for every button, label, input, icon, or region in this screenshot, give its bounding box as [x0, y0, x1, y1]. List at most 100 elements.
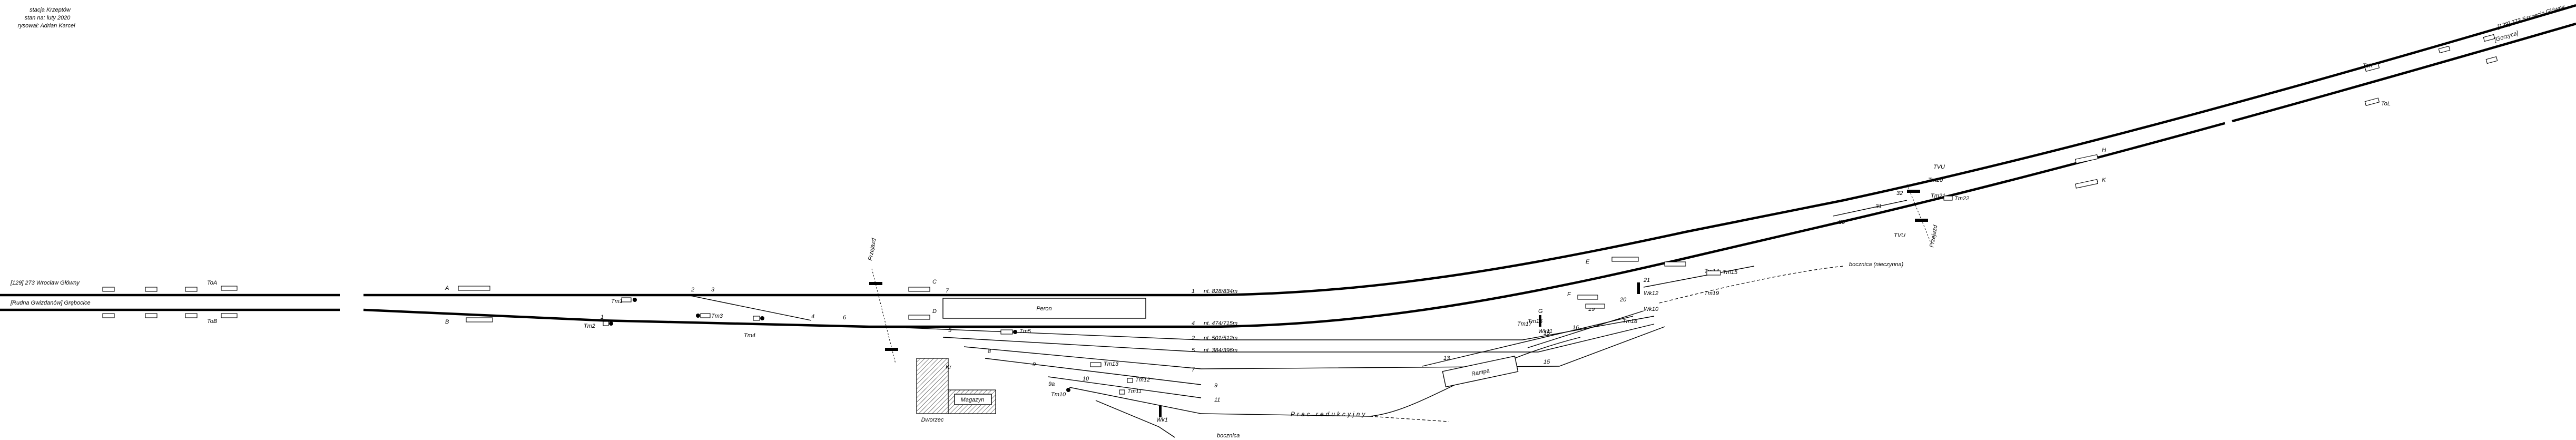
signal-icon	[1585, 304, 1605, 309]
signal-icon	[1706, 270, 1721, 276]
svg-text:ToA: ToA	[207, 280, 217, 286]
svg-text:Tm13: Tm13	[1104, 361, 1119, 367]
route-left-top: [129] 273 Wrocław Główny	[10, 280, 80, 286]
svg-text:G: G	[1538, 308, 1543, 315]
signal-icon	[102, 287, 115, 292]
station-building-label: Dworzec	[921, 417, 944, 423]
warehouse-label: Magazyn	[961, 397, 985, 403]
svg-text:B: B	[445, 319, 449, 325]
side-tracks	[601, 266, 1844, 438]
svg-text:C: C	[932, 279, 937, 285]
svg-text:A: A	[445, 285, 449, 291]
signal-icon	[185, 287, 198, 292]
switch-4: 4	[811, 314, 814, 320]
svg-text:ToB: ToB	[207, 318, 217, 325]
svg-text:Wk10: Wk10	[1644, 306, 1659, 312]
signal-icon	[466, 317, 493, 322]
svg-text:Tm10: Tm10	[1051, 392, 1066, 398]
svg-text:D: D	[932, 308, 937, 315]
track-label: 9	[1214, 383, 1217, 389]
signal-icon	[2364, 97, 2380, 106]
signal-icon	[1943, 195, 1953, 201]
svg-text:Tm19: Tm19	[1704, 290, 1719, 297]
svg-text:ToK: ToK	[2363, 63, 2373, 69]
signal-icon	[2074, 179, 2099, 189]
track-label: 15	[1543, 359, 1550, 365]
switch-16: 16	[1572, 325, 1579, 331]
signal-icon: Tm3	[696, 313, 723, 319]
platform	[942, 298, 1146, 319]
switch-8: 8	[988, 348, 991, 355]
track-length: nt. 501/512m	[1204, 335, 1237, 341]
signal-icon	[102, 313, 115, 318]
signal-icon	[145, 313, 158, 318]
track-length: nt. 474/715m	[1204, 320, 1237, 327]
switch-numbers: 1 2 3 4 5 6 7 8 9 10 9a 19 20 21 30 31 3…	[601, 190, 1903, 387]
svg-text:Tm17: Tm17	[1517, 321, 1532, 327]
svg-text:Tm11: Tm11	[1127, 388, 1142, 395]
signal-icon: Tm2	[584, 321, 613, 329]
switch-9: 9	[1033, 361, 1036, 368]
author-label: rysował: Adrian Karcel	[17, 23, 75, 29]
switch-15: 15	[1543, 330, 1550, 336]
crossing-right-label: Przejazd	[1929, 224, 1939, 248]
svg-text:Tm15: Tm15	[1723, 269, 1738, 276]
signal-icon	[145, 287, 158, 292]
track-label: 4	[1192, 320, 1195, 327]
main-track-2	[0, 22, 2576, 328]
svg-text:Wk1: Wk1	[1156, 417, 1168, 423]
signal-icon: Tm5	[1000, 328, 1031, 335]
switch-20: 20	[1619, 297, 1627, 303]
svg-text:K: K	[2102, 177, 2106, 183]
switch-2: 2	[691, 287, 694, 293]
signals-left: Tm1 Tm2 Tm3 Tm4 Tm5 Tm13 Tm12 Tm11	[584, 297, 1168, 423]
warehouse-box	[954, 394, 992, 405]
svg-text:ToL: ToL	[2381, 101, 2391, 107]
svg-text:TVU: TVU	[1894, 232, 1905, 239]
signals-right: C D E Tm14 Tm15 F G Tm16 Tm17 Wk11 Wk12 …	[908, 34, 2498, 335]
state-date: stan na: luty 2020	[25, 15, 71, 21]
svg-text:Wk12: Wk12	[1644, 290, 1658, 297]
main-track-1	[0, 4, 2576, 297]
signal-icon	[221, 286, 238, 291]
siding-top-note: bocznica (nieczynna)	[1849, 261, 1904, 268]
switch-5: 5	[948, 327, 952, 334]
svg-text:TVU: TVU	[1933, 164, 1945, 170]
shunting-board-icon: Wk1	[1156, 406, 1168, 423]
ramp: Rampa	[1442, 355, 1519, 388]
switch-21: 21	[1643, 277, 1650, 283]
switch-6: 6	[843, 315, 847, 321]
svg-text:Tm12: Tm12	[1135, 377, 1150, 383]
svg-text:Tm22: Tm22	[1954, 195, 1969, 202]
signal-icon	[1577, 295, 1598, 300]
works-note: Prac redukcyjny	[1291, 410, 1367, 418]
crossover-right	[1833, 200, 1908, 217]
route-left-bottom: [Rudna Gwizdanów] Grębocice	[10, 300, 91, 306]
signal-icon	[185, 313, 198, 318]
signal-icon	[2364, 63, 2380, 72]
svg-text:Tm5: Tm5	[1019, 328, 1031, 335]
switch-7: 7	[946, 288, 949, 294]
svg-text:Wk11: Wk11	[1538, 328, 1552, 335]
track-label: 13	[1443, 355, 1450, 361]
switch-1: 1	[601, 314, 604, 320]
svg-text:H: H	[2102, 147, 2106, 153]
track-length: nt. 384/396m	[1204, 347, 1237, 354]
signal-icon	[908, 315, 930, 320]
signal-icon: Tm1	[611, 297, 637, 305]
svg-text:Tm18: Tm18	[1623, 318, 1638, 325]
track-labels: 1 nt. 828/834m 4 nt. 474/715m 2 nt. 501/…	[1191, 288, 1550, 403]
svg-text:Tm20: Tm20	[1928, 177, 1943, 183]
signal-icon	[2074, 154, 2099, 164]
break-gap-right	[2223, 115, 2236, 135]
signal-icon	[908, 287, 930, 292]
signal-icon: Tm4	[744, 316, 764, 339]
track-label: 7	[1192, 367, 1195, 373]
track-label: 1	[1192, 288, 1195, 295]
track-label: 5	[1192, 347, 1195, 354]
switch-30: 30	[1838, 219, 1845, 226]
station-building	[916, 358, 949, 414]
svg-text:Tm1: Tm1	[611, 298, 623, 305]
shunting-board-icon	[1539, 315, 1541, 327]
